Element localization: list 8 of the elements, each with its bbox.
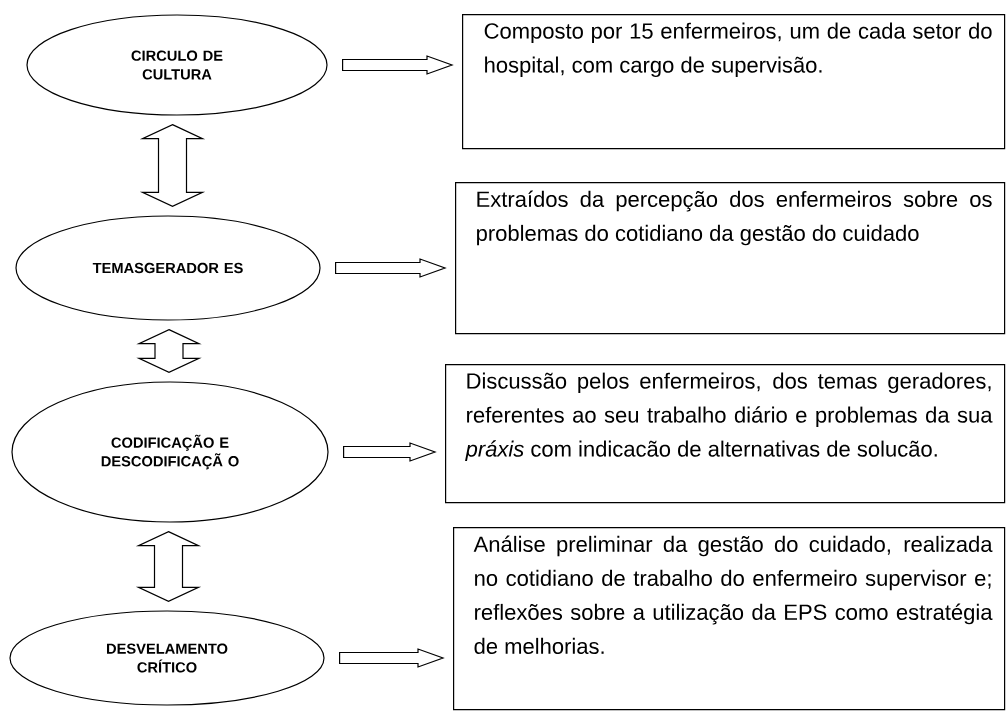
block-arrow — [335, 258, 447, 278]
block-arrow — [342, 55, 454, 75]
description-box: Extraídos da percepção dos enfermeiros sobre os problemas do cotidiano da gestão do cuidado — [455, 182, 1006, 335]
description-box: Composto por 15 enfermeiros, um de cada setor do hospital, com cargo de supervisão. — [462, 14, 1006, 150]
block-arrow — [343, 442, 437, 462]
description-box: Discussão pelos enfermeiros, dos temas geradores, referentes ao seu trabalho diário e problemas da sua práxis com indicacão de alternativas de solucão. — [445, 364, 1006, 504]
description-box: Análise preliminar da gestão do cuidado, realizada no cotidiano de trabalho do enfermeiro supervisor e; reflexões sobre a utilização da EPS como estratégia de melhorias. — [453, 527, 1006, 711]
block-arrow — [339, 648, 445, 668]
